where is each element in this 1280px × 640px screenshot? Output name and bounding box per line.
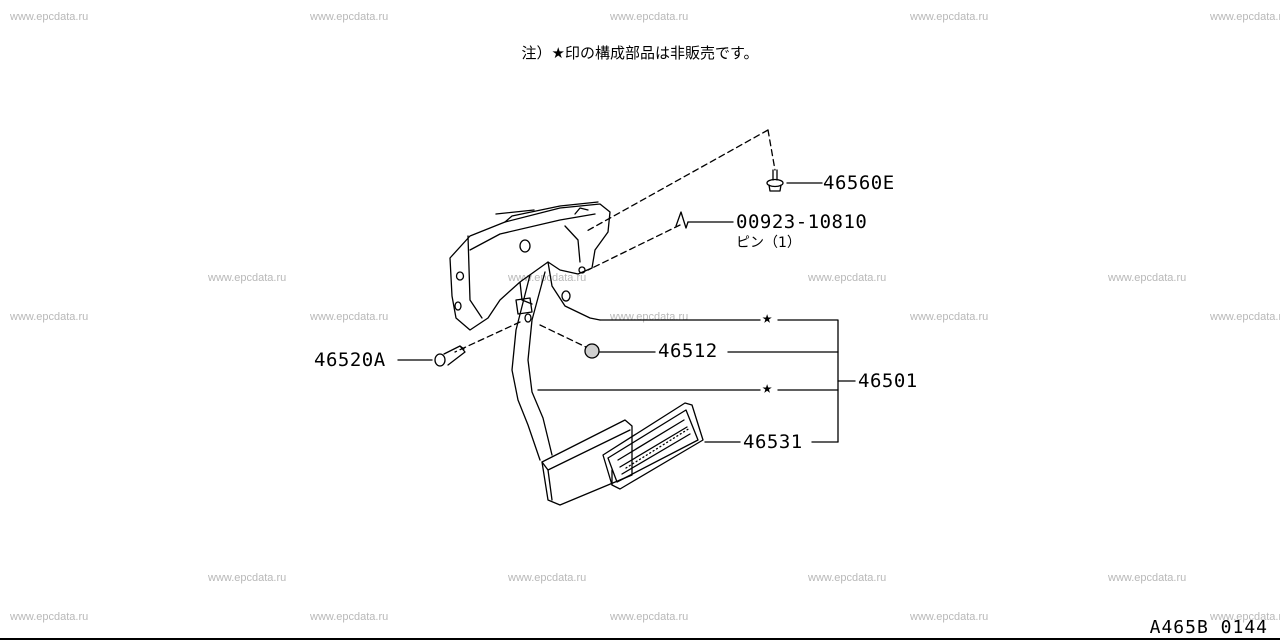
bolt-46560e-icon — [766, 169, 784, 192]
watermark-text: www.epcdata.ru — [1210, 311, 1280, 323]
watermark-text: www.epcdata.ru — [910, 11, 989, 23]
part-number-00923-10810[interactable]: 00923-10810 — [736, 211, 868, 233]
pedal-pad — [602, 402, 704, 490]
bolt-46520a-icon — [434, 345, 466, 367]
watermark-text: www.epcdata.ru — [10, 311, 89, 323]
star-marker-icon: ★ — [762, 308, 773, 328]
watermark-text: www.epcdata.ru — [208, 572, 287, 584]
pin-icon — [675, 211, 689, 229]
part-number-46531[interactable]: 46531 — [743, 431, 803, 453]
bottom-divider — [0, 638, 1280, 640]
leader-lines — [397, 182, 856, 443]
pedal-bracket — [449, 201, 611, 331]
watermark-text: www.epcdata.ru — [1108, 272, 1187, 284]
watermark-text: www.epcdata.ru — [910, 311, 989, 323]
watermark-text: www.epcdata.ru — [1210, 11, 1280, 23]
watermark-text: www.epcdata.ru — [310, 611, 389, 623]
watermark-text: www.epcdata.ru — [610, 611, 689, 623]
bushing-icon — [584, 343, 600, 359]
part-number-46520a[interactable]: 46520A — [314, 349, 386, 371]
watermark-text: www.epcdata.ru — [310, 11, 389, 23]
watermark-text: www.epcdata.ru — [1210, 611, 1280, 623]
watermark-text: www.epcdata.ru — [808, 572, 887, 584]
part-number-46512[interactable]: 46512 — [658, 340, 718, 362]
watermark-text: www.epcdata.ru — [808, 272, 887, 284]
watermark-text: www.epcdata.ru — [10, 611, 89, 623]
star-marker-icon: ★ — [762, 378, 773, 398]
watermark-text: www.epcdata.ru — [610, 11, 689, 23]
watermark-text: www.epcdata.ru — [10, 11, 89, 23]
note-text: 注）★印の構成部品は非販売です。 — [521, 44, 759, 62]
part-number-46501[interactable]: 46501 — [858, 370, 918, 392]
watermark-text: www.epcdata.ru — [310, 311, 389, 323]
pedal-arm — [511, 271, 553, 461]
watermark-text: www.epcdata.ru — [508, 272, 587, 284]
part-number-46560e[interactable]: 46560E — [823, 172, 895, 194]
watermark-text: www.epcdata.ru — [508, 572, 587, 584]
watermark-text: www.epcdata.ru — [910, 611, 989, 623]
assembly-dash-lines — [454, 129, 776, 353]
part-name-pin: ピン（1） — [736, 235, 801, 251]
watermark-text: www.epcdata.ru — [208, 272, 287, 284]
pedal-plate — [541, 419, 633, 506]
diagram-code: A465B 0144 — [1149, 617, 1268, 638]
watermark-text: www.epcdata.ru — [1108, 572, 1187, 584]
